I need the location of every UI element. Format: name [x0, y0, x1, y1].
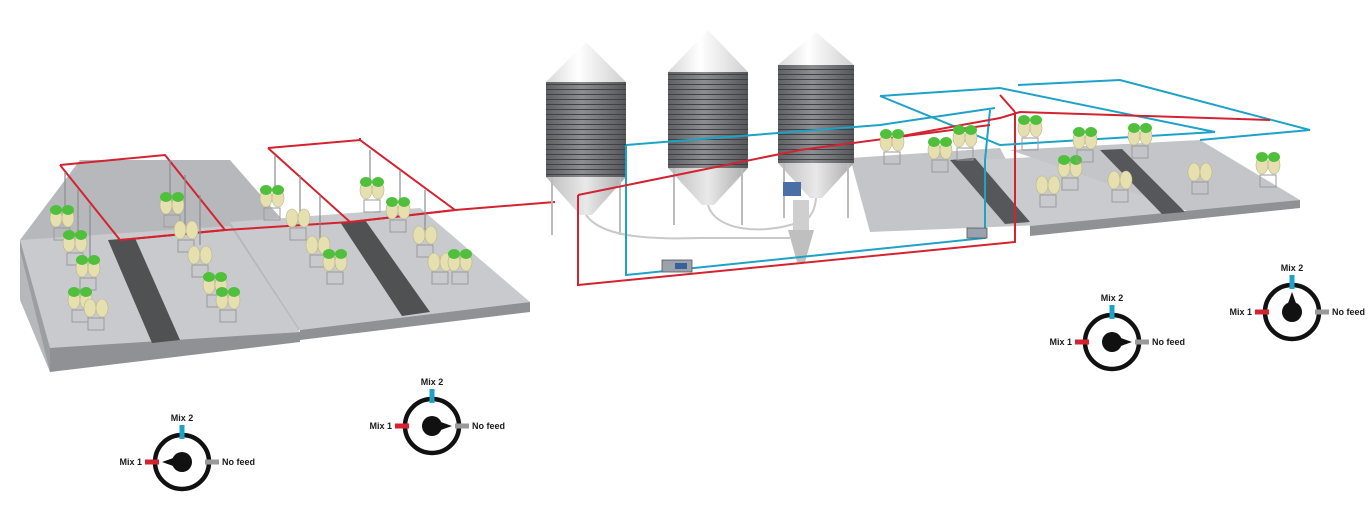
center-feed-lines — [577, 107, 1016, 287]
left-barn-floor-1 — [20, 160, 300, 372]
feeder-icon — [285, 208, 311, 241]
feeder-icon — [322, 249, 348, 285]
selector-dial-4: Mix 2 Mix 1 No feed — [1229, 263, 1365, 342]
dial-3-mix2-label: Mix 2 — [1101, 293, 1124, 303]
feeder-icon — [215, 287, 241, 323]
feeder-icon — [359, 177, 385, 213]
mixing-tower — [783, 182, 814, 262]
selector-dial-2: Mix 2 Mix 1 No feed — [369, 377, 505, 456]
dial-4-mix1-label: Mix 1 — [1229, 307, 1252, 317]
feeder-icon — [412, 225, 438, 258]
feeder-icon — [1072, 127, 1098, 163]
feeder-icon — [447, 249, 473, 285]
dial-2-mix1-label: Mix 1 — [369, 421, 392, 431]
left-barn-floor-2 — [230, 208, 530, 340]
silo-3 — [778, 32, 854, 218]
silo-1 — [546, 42, 626, 235]
feeder-icon — [202, 272, 228, 308]
feeder-icon — [173, 220, 199, 253]
feeder-icon — [385, 197, 411, 233]
feeder-icon — [1255, 152, 1281, 188]
feeder-icon — [187, 245, 213, 278]
selector-dial-1: Mix 2 Mix 1 No feed — [119, 413, 255, 492]
feeder-icon — [1107, 170, 1133, 203]
feeder-icon — [75, 255, 101, 291]
dial-2-mix2-label: Mix 2 — [421, 377, 444, 387]
feeder-icon — [927, 137, 953, 173]
feeder-icon — [952, 125, 978, 161]
silo-2 — [668, 30, 748, 225]
control-box-right — [966, 227, 988, 239]
feeder-icon — [879, 129, 905, 165]
feeder-icon — [1017, 115, 1043, 151]
selector-dial-3: Mix 2 Mix 1 No feed — [1049, 293, 1185, 372]
dial-1-nofeed-label: No feed — [222, 457, 255, 467]
control-box-center — [661, 259, 693, 273]
dial-2-nofeed-label: No feed — [472, 421, 505, 431]
mix1-drop-pipes-left — [64, 150, 426, 265]
dial-1-mix1-label: Mix 1 — [119, 457, 142, 467]
dial-3-nofeed-label: No feed — [1152, 337, 1185, 347]
feeder-icon — [83, 298, 109, 331]
dial-4-mix2-label: Mix 2 — [1281, 263, 1304, 273]
mix1-feed-line-right — [879, 94, 1271, 141]
feeder-icon — [259, 185, 285, 221]
dial-1-mix2-label: Mix 2 — [171, 413, 194, 423]
feeders — [49, 115, 1281, 331]
feeder-icon — [1035, 175, 1061, 208]
right-barn-floor — [850, 140, 1300, 236]
dial-4-nofeed-label: No feed — [1332, 307, 1365, 317]
feeder-icon — [1187, 162, 1213, 195]
feeder-icon — [49, 205, 75, 241]
dial-3-mix1-label: Mix 1 — [1049, 337, 1072, 347]
feeder-icon — [1127, 123, 1153, 159]
